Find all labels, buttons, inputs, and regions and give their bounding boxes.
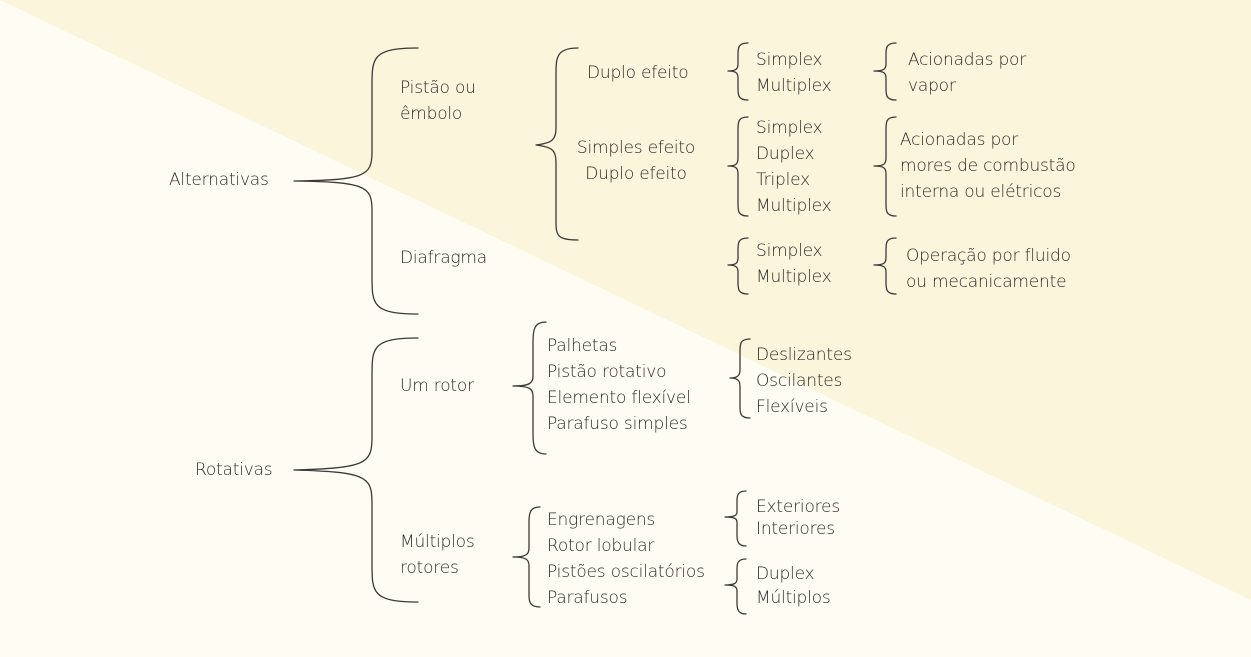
note-combustao: Acionadas por mores de combustão interna… xyxy=(900,130,1076,202)
list-multiplos-types: Engrenagens Rotor lobular Pistões oscila… xyxy=(547,510,705,608)
brace-duplo xyxy=(727,42,749,101)
group-label-alternativas: Alternativas xyxy=(169,170,269,190)
list-um-rotor-types: Palhetas Pistão rotativo Elemento flexív… xyxy=(547,336,691,434)
brace-palhetas xyxy=(729,338,751,419)
brace-vapor xyxy=(873,42,897,101)
brace-fluido xyxy=(873,237,897,295)
list-simples-types: Simplex Duplex Triplex Multiplex xyxy=(756,118,832,216)
brace-multiplos xyxy=(512,506,541,608)
bracket-rotativas xyxy=(293,337,419,603)
node-diafragma: Diafragma xyxy=(400,248,488,268)
note-fluido: Operação por fluido ou mecanicamente xyxy=(906,246,1071,292)
brace-simples xyxy=(727,116,749,217)
note-vapor: Acionadas por vapor xyxy=(908,50,1027,96)
list-diafragma-types: Simplex Multiplex xyxy=(756,241,832,287)
group-label-rotativas: Rotativas xyxy=(195,460,273,480)
brace-engrenagens xyxy=(724,490,747,547)
bracket-alternativas xyxy=(293,47,419,315)
list-palhetas-types: Deslizantes Oscilantes Flexíveis xyxy=(756,345,852,417)
node-duplo-efeito: Duplo efeito xyxy=(587,63,689,83)
list-pistoes-types: Duplex Múltiplos xyxy=(756,564,831,608)
list-engrenagens-types: Exteriores Interiores xyxy=(756,497,840,539)
background-diagonal xyxy=(0,0,1251,600)
bracket-pistao xyxy=(535,47,579,241)
node-simples-duplo-efeito: Simples efeito Duplo efeito xyxy=(576,138,696,184)
brace-um-rotor xyxy=(512,321,547,455)
brace-combustao xyxy=(873,116,897,217)
node-pistao: Pistão ou êmbolo xyxy=(400,78,476,124)
node-multiplos-rotores: Múltiplos rotores xyxy=(400,532,475,578)
list-duplo-types: Simplex Multiplex xyxy=(756,50,832,96)
brace-pistoes xyxy=(724,558,747,615)
node-um-rotor: Um rotor xyxy=(400,376,474,396)
brace-diafragma xyxy=(727,237,749,295)
